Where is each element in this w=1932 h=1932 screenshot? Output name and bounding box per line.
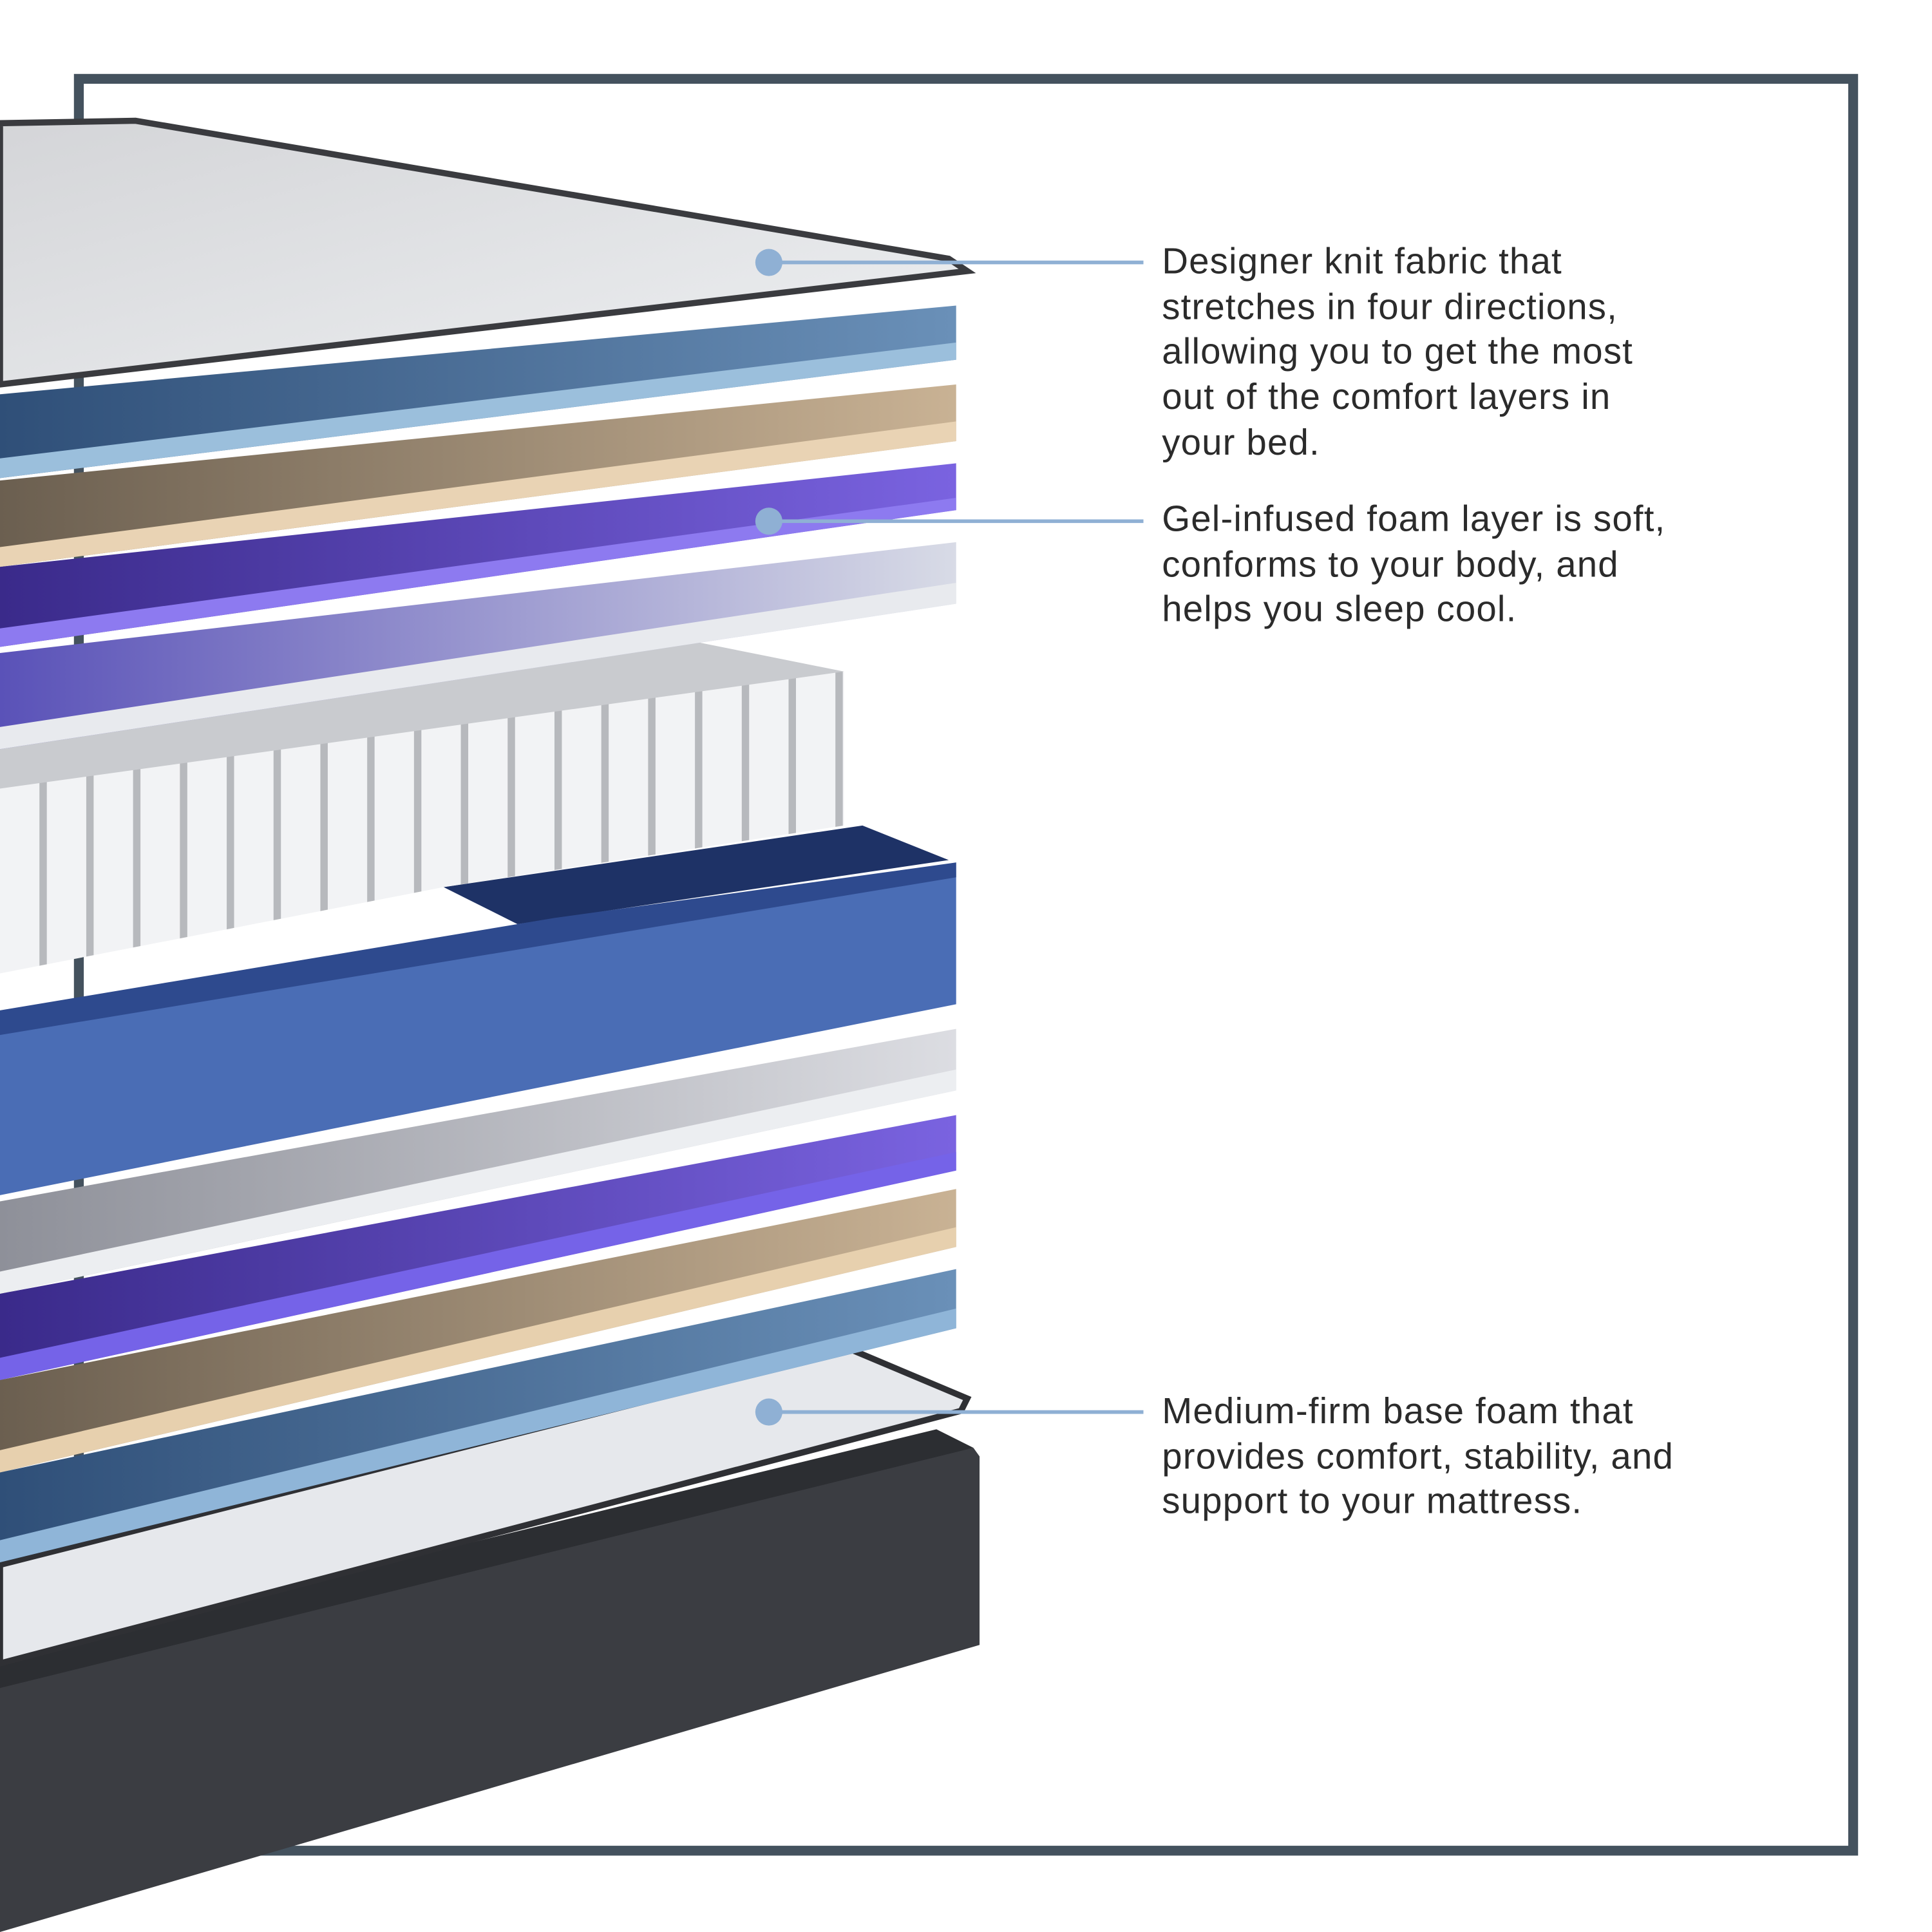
callout-line: conforms to your body, and <box>1162 544 1619 585</box>
callout-connector-2 <box>755 507 1144 535</box>
knit-fabric-top <box>0 117 976 388</box>
callout-line: provides comfort, stability, and <box>1162 1436 1674 1477</box>
pocketed-coils-top <box>0 640 844 789</box>
callout-line: out of the comfort layers in <box>1162 377 1611 418</box>
gel-foam-lower-edge <box>0 1151 956 1380</box>
base-box <box>0 1448 980 1932</box>
callout-line: helps you sleep cool. <box>1162 589 1517 630</box>
callout-line: Designer knit fabric that <box>1162 242 1562 283</box>
gray-foam-lower-edge <box>0 1069 956 1294</box>
base-box-top <box>0 1429 974 1689</box>
callout-line: stretches in four directions, <box>1162 287 1618 328</box>
callout-line: your bed. <box>1162 422 1320 464</box>
callout-connector-1 <box>755 249 1144 276</box>
callout-line: allowing you to get the most <box>1162 332 1634 373</box>
foam-encasement-top <box>0 862 956 1036</box>
callout-line: Medium-firm base foam that <box>1162 1391 1634 1432</box>
callout-base-foam: Medium-firm base foam that provides comf… <box>1162 1390 1803 1526</box>
blue-foam-upper-edge <box>0 342 956 478</box>
blue-foam-lower-edge <box>0 1308 956 1563</box>
tan-foam-upper-edge <box>0 421 956 567</box>
foam-encasement-inner <box>443 825 949 924</box>
callout-line: support to your mattress. <box>1162 1481 1583 1522</box>
gel-foam-upper-edge <box>0 497 956 647</box>
gray-foam-upper-edge <box>0 582 956 750</box>
foam-encasement <box>0 862 956 1195</box>
callout-gel-foam: Gel-infused foam layer is soft, conforms… <box>1162 498 1803 634</box>
callout-knit-fabric: Designer knit fabric that stretches in f… <box>1162 240 1803 466</box>
callout-line: Gel-infused foam layer is soft, <box>1162 498 1666 540</box>
frame-border <box>73 73 1859 1856</box>
tan-foam-lower-edge <box>0 1227 956 1473</box>
callout-connector-3 <box>755 1398 1144 1426</box>
